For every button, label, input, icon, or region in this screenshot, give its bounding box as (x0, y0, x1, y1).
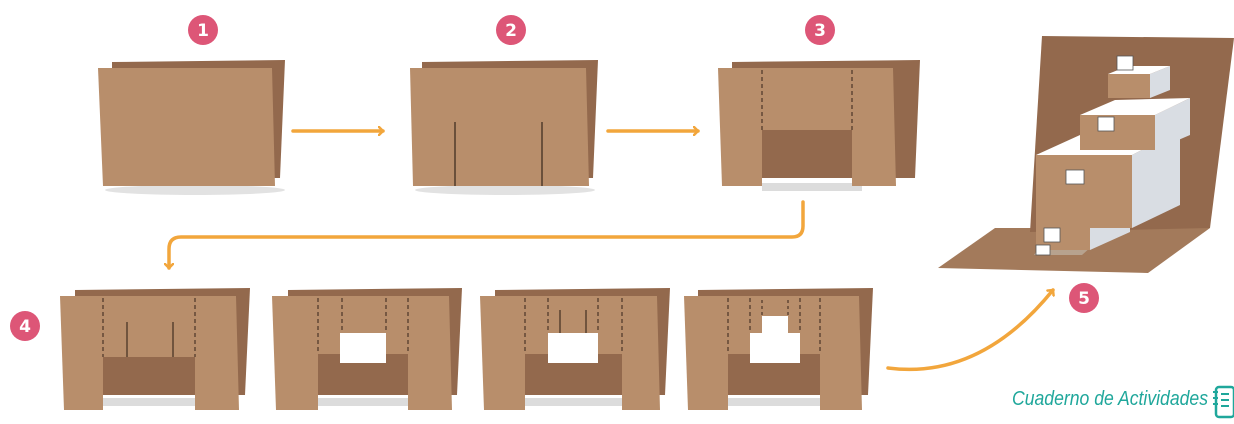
step-4-card-d (684, 288, 873, 410)
svg-text:3: 3 (814, 21, 826, 41)
arrow-3-to-4 (169, 202, 803, 268)
step-5-popup-card (938, 36, 1234, 273)
step-badge-1: 1 (188, 15, 218, 45)
step-2-card (410, 60, 598, 195)
step-1-card (98, 60, 285, 195)
arrow-4-to-5 (888, 290, 1053, 369)
step-4-card-a (60, 288, 250, 410)
svg-text:1: 1 (197, 21, 209, 41)
svg-text:2: 2 (505, 21, 517, 41)
svg-text:4: 4 (19, 317, 31, 337)
step-4-card-b (272, 288, 462, 410)
step-badge-2: 2 (496, 15, 526, 45)
step-3-card (718, 60, 920, 191)
step-4-card-c (480, 288, 670, 410)
notebook-icon (1213, 384, 1234, 420)
svg-text:5: 5 (1078, 289, 1090, 309)
step-badge-4: 4 (10, 311, 40, 341)
step-badge-5: 5 (1069, 283, 1099, 313)
step-badge-3: 3 (805, 15, 835, 45)
footer-label: Cuaderno de Actividades (1012, 388, 1208, 411)
